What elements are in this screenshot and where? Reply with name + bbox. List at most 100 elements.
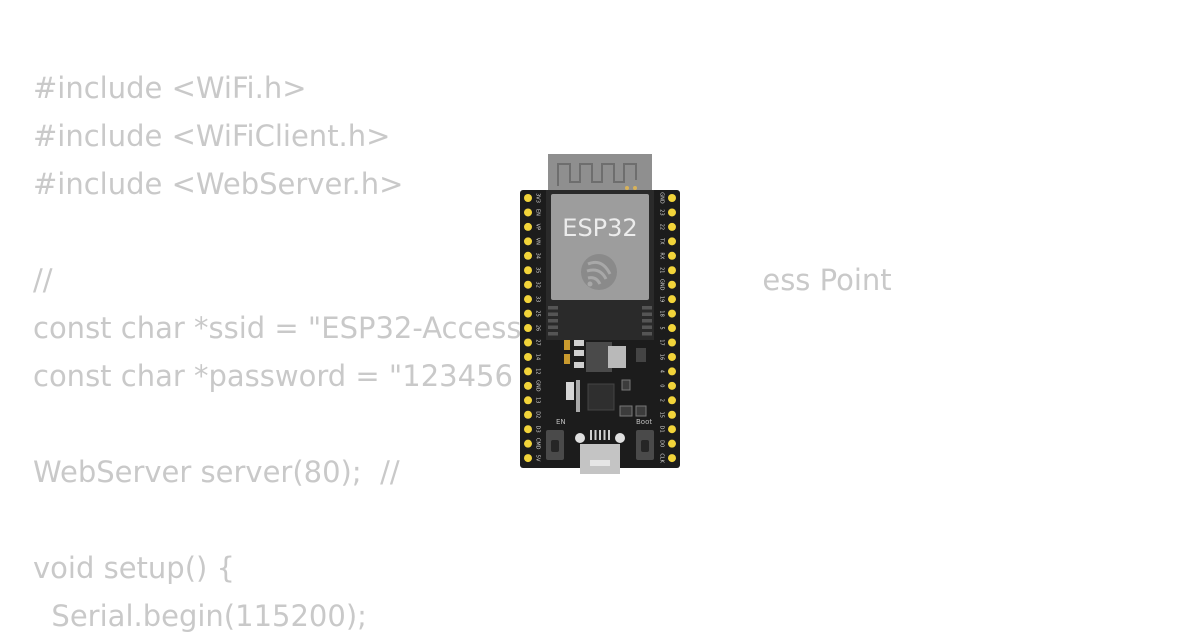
smd-resistor-array <box>566 382 574 400</box>
pin-left[interactable] <box>524 381 532 390</box>
castellation-pad <box>548 319 558 323</box>
pin-left[interactable] <box>524 222 532 231</box>
pin-left[interactable] <box>524 237 532 246</box>
pin-left[interactable] <box>524 410 532 419</box>
pin-right[interactable] <box>668 295 676 304</box>
code-editor: #include <WiFi.h>#include <WiFiClient.h>… <box>33 64 892 640</box>
pin-label: 33 <box>535 296 541 302</box>
esp32-board-drawing: ESP32 EN Boot <box>520 154 680 480</box>
smd-transistor <box>636 348 646 362</box>
pin-right[interactable] <box>668 324 676 333</box>
smd-diode <box>635 405 647 417</box>
code-line <box>33 400 892 448</box>
pin-left[interactable] <box>524 251 532 260</box>
pin-label: VN <box>535 238 541 245</box>
usb-pin <box>608 430 610 440</box>
pin-label: CMD <box>535 438 541 450</box>
pin-right[interactable] <box>668 280 676 289</box>
castellation-pad <box>642 319 652 323</box>
smd-diode <box>621 379 631 391</box>
pin-right[interactable] <box>668 396 676 405</box>
pin-left[interactable] <box>524 324 532 333</box>
pin-label: D2 <box>535 411 541 418</box>
pin-label: 12 <box>535 368 541 374</box>
usb-pins <box>590 430 610 440</box>
pin-right[interactable] <box>668 352 676 361</box>
pin-label: 34 <box>535 253 541 259</box>
boot-button[interactable] <box>636 430 654 460</box>
pin-left[interactable] <box>524 194 532 202</box>
micro-usb-port[interactable] <box>575 433 625 480</box>
pin-left[interactable] <box>524 367 532 376</box>
pin-right[interactable] <box>668 266 676 275</box>
castellation-pad <box>642 325 652 329</box>
castellation-pad <box>548 312 558 316</box>
en-button-label: EN <box>556 418 566 426</box>
pin-left[interactable] <box>524 439 532 448</box>
pin-left[interactable] <box>524 425 532 434</box>
pin-label: 0 <box>659 384 665 387</box>
pin-right[interactable] <box>668 194 676 202</box>
antenna-pad <box>625 186 629 190</box>
pin-label: 16 <box>659 354 665 360</box>
code-line: const char *password = "123456 <box>33 359 513 393</box>
code-line: void setup() { <box>33 551 235 585</box>
pin-right[interactable] <box>668 237 676 246</box>
pin-right[interactable] <box>668 439 676 448</box>
pin-right[interactable] <box>668 410 676 419</box>
pin-right[interactable] <box>668 425 676 434</box>
pin-label: 5 <box>659 326 665 329</box>
usb-serial-chip <box>587 383 615 411</box>
pin-label: D0 <box>659 440 665 447</box>
pin-label: CLK <box>659 453 665 463</box>
pin-left[interactable] <box>524 295 532 304</box>
pin-label: 13 <box>535 397 541 403</box>
code-line: #include <WiFiClient.h> <box>33 119 391 153</box>
pin-label: RX <box>659 252 665 259</box>
code-line <box>33 496 892 544</box>
pin-right[interactable] <box>668 381 676 390</box>
pin-label: 2 <box>659 399 665 402</box>
pin-right[interactable] <box>668 454 676 463</box>
pin-right[interactable] <box>668 338 676 347</box>
pin-right[interactable] <box>668 251 676 260</box>
pin-label: 21 <box>659 267 665 273</box>
castellation-pad <box>642 312 652 316</box>
pin-label: D1 <box>659 426 665 433</box>
module-label: ESP32 <box>562 214 637 242</box>
pin-label: 19 <box>659 296 665 302</box>
smd-capacitor <box>574 362 584 368</box>
pin-left[interactable] <box>524 352 532 361</box>
pin-left[interactable] <box>524 338 532 347</box>
esp32-devkit-board[interactable]: ESP32 EN Boot <box>518 150 686 480</box>
pin-left[interactable] <box>524 266 532 275</box>
pin-label: 25 <box>535 310 541 316</box>
pin-label: 15 <box>659 412 665 418</box>
code-line: const char *ssid = "ESP32-Access <box>33 311 522 345</box>
antenna-trace <box>557 163 637 186</box>
module-shield <box>551 194 649 300</box>
castellation-pad <box>642 306 652 310</box>
pin-left[interactable] <box>524 454 532 463</box>
pin-right[interactable] <box>668 367 676 376</box>
pin-label: 32 <box>535 282 541 288</box>
pin-label: TX <box>659 237 665 245</box>
espressif-logo-icon <box>581 254 617 290</box>
castellation-pad <box>548 325 558 329</box>
pin-label: GND <box>659 192 665 204</box>
pin-right[interactable] <box>668 309 676 318</box>
pin-left[interactable] <box>524 309 532 318</box>
pin-left[interactable] <box>524 208 532 217</box>
pin-label: 18 <box>659 310 665 316</box>
smd-led <box>564 354 570 364</box>
pin-right[interactable] <box>668 222 676 231</box>
pin-left[interactable] <box>524 396 532 405</box>
pin-label: 4 <box>659 370 665 373</box>
smd-resistor-array <box>576 380 580 412</box>
pin-left[interactable] <box>524 280 532 289</box>
pin-label: GND <box>659 279 665 291</box>
en-button[interactable] <box>546 430 564 460</box>
module-castellations <box>548 306 652 336</box>
pin-right[interactable] <box>668 208 676 217</box>
pin-label: 14 <box>535 354 541 360</box>
